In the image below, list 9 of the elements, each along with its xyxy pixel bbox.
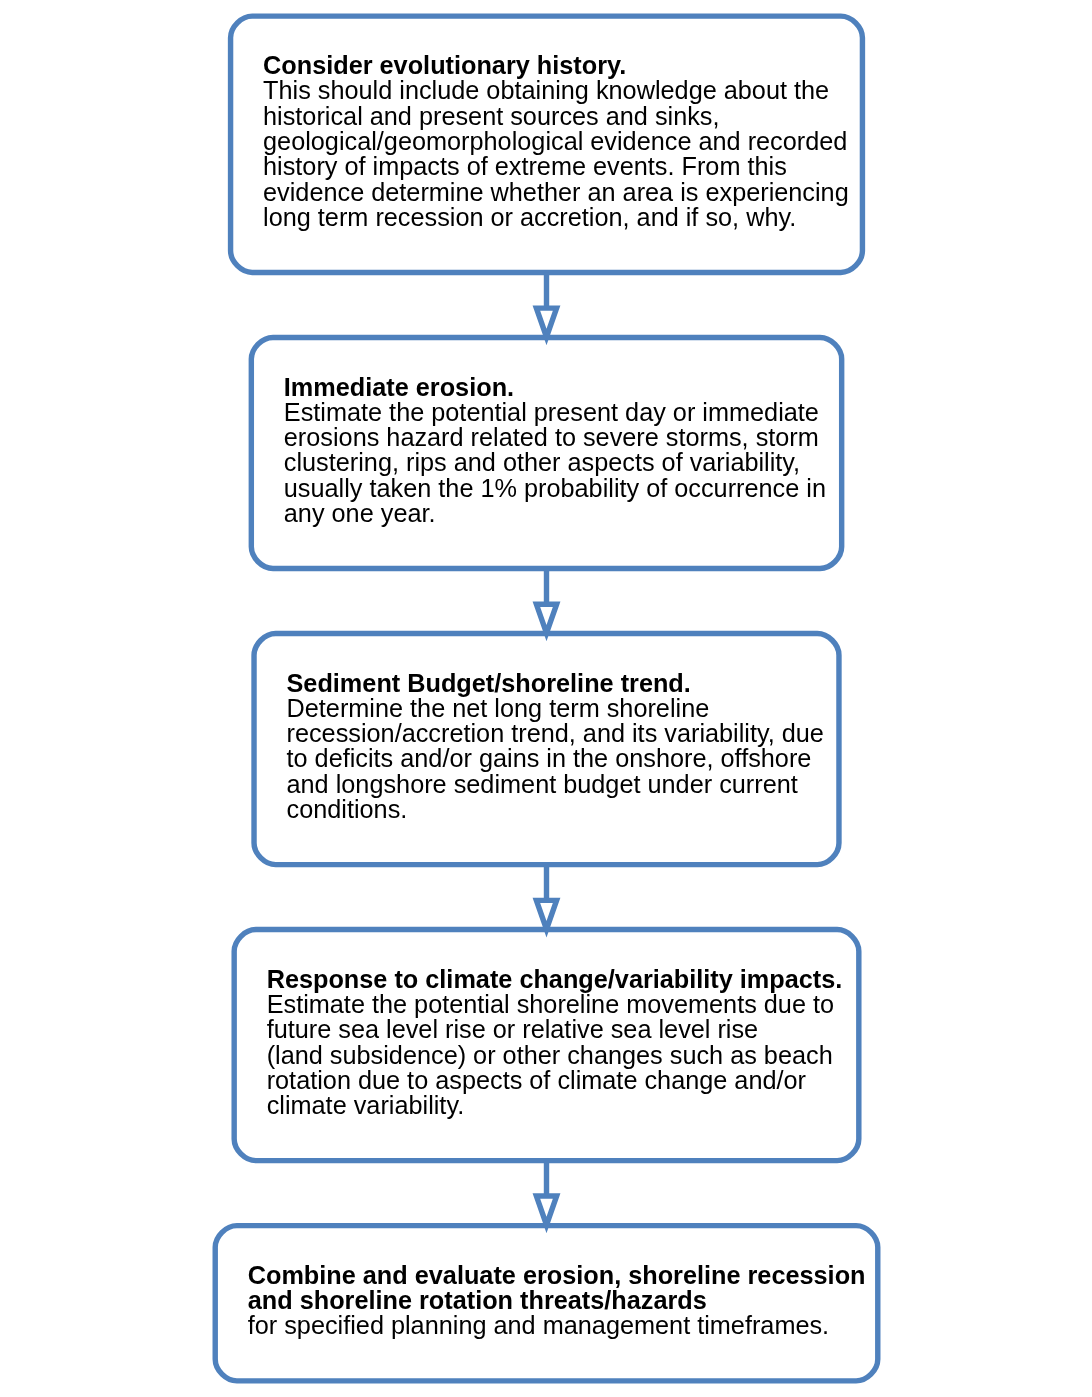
node-box: Consider evolutionary history. This should include obtaining knowledge about the historical and present sources and sinks, geological/geomorphological evidence and recorded history of impacts of extreme events. From this evidence determine whether an area is experiencing long term recession or accretion, and if so, why. xyxy=(227,13,865,276)
node-box: Response to climate change/variability impacts. Estimate the potential shoreline movements due to future sea level rise or relative sea level rise (land subsidence) or other changes such as beach rotation due to aspects of climate change and/or climate variability. xyxy=(230,926,862,1164)
node-box: Immediate erosion. Estimate the potential present day or immediate erosions hazard related to severe storms, storm clustering, rips and other aspects of variability, usually taken the 1% probability of occurrence in any one year. xyxy=(248,334,844,572)
node-box: Sediment Budget/shoreline trend. Determine the net long term shoreline recession/accretion trend, and its variability, due to deficits and/or gains in the onshore, offshore and longshore sediment budget under current conditions. xyxy=(250,630,842,868)
arrow xyxy=(532,1160,560,1234)
arrow xyxy=(532,272,560,346)
arrow xyxy=(532,568,560,642)
node-box: Combine and evaluate erosion, shoreline recession and shoreline rotation threats/hazards for specified planning and management timeframes. xyxy=(212,1222,880,1384)
arrow xyxy=(532,864,560,938)
